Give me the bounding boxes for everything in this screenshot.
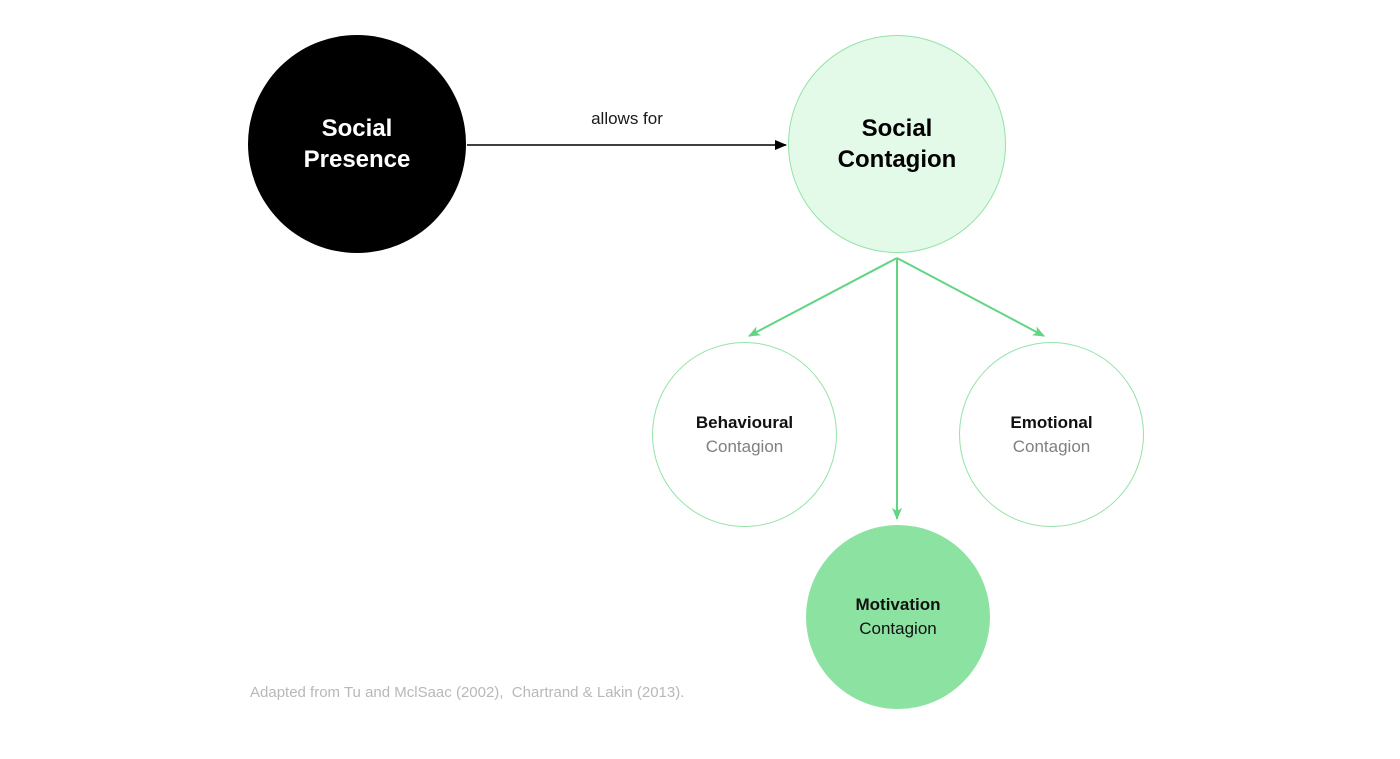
node-social-contagion: Social Contagion	[788, 35, 1006, 253]
node-behavioural-contagion: Behavioural Contagion	[652, 342, 837, 527]
node-behavioural-contagion-line1: Behavioural	[695, 412, 794, 432]
edge-label-allows-for: allows for	[591, 109, 663, 128]
node-social-presence: Social Presence	[248, 35, 466, 253]
node-emotional-contagion-line2: Contagion	[1012, 436, 1091, 456]
node-motivation-contagion: Motivation Contagion	[806, 525, 990, 709]
node-emotional-contagion-line1: Emotional	[1010, 412, 1093, 432]
node-social-presence-line2: Presence	[303, 146, 411, 173]
node-social-presence-line1: Social	[321, 115, 393, 142]
node-social-contagion-line1: Social	[861, 115, 933, 142]
node-motivation-contagion-line2: Contagion	[859, 619, 937, 638]
node-motivation-contagion-line1: Motivation	[855, 595, 941, 614]
arrow-social-contagion-to-behavioural	[748, 257, 898, 337]
node-social-contagion-line2: Contagion	[837, 146, 957, 173]
node-behavioural-contagion-line2: Contagion	[705, 436, 784, 456]
node-emotional-contagion: Emotional Contagion	[959, 342, 1144, 527]
citation-caption: Adapted from Tu and MclSaac (2002), Char…	[250, 684, 685, 701]
arrow-social-contagion-to-emotional	[896, 257, 1045, 337]
